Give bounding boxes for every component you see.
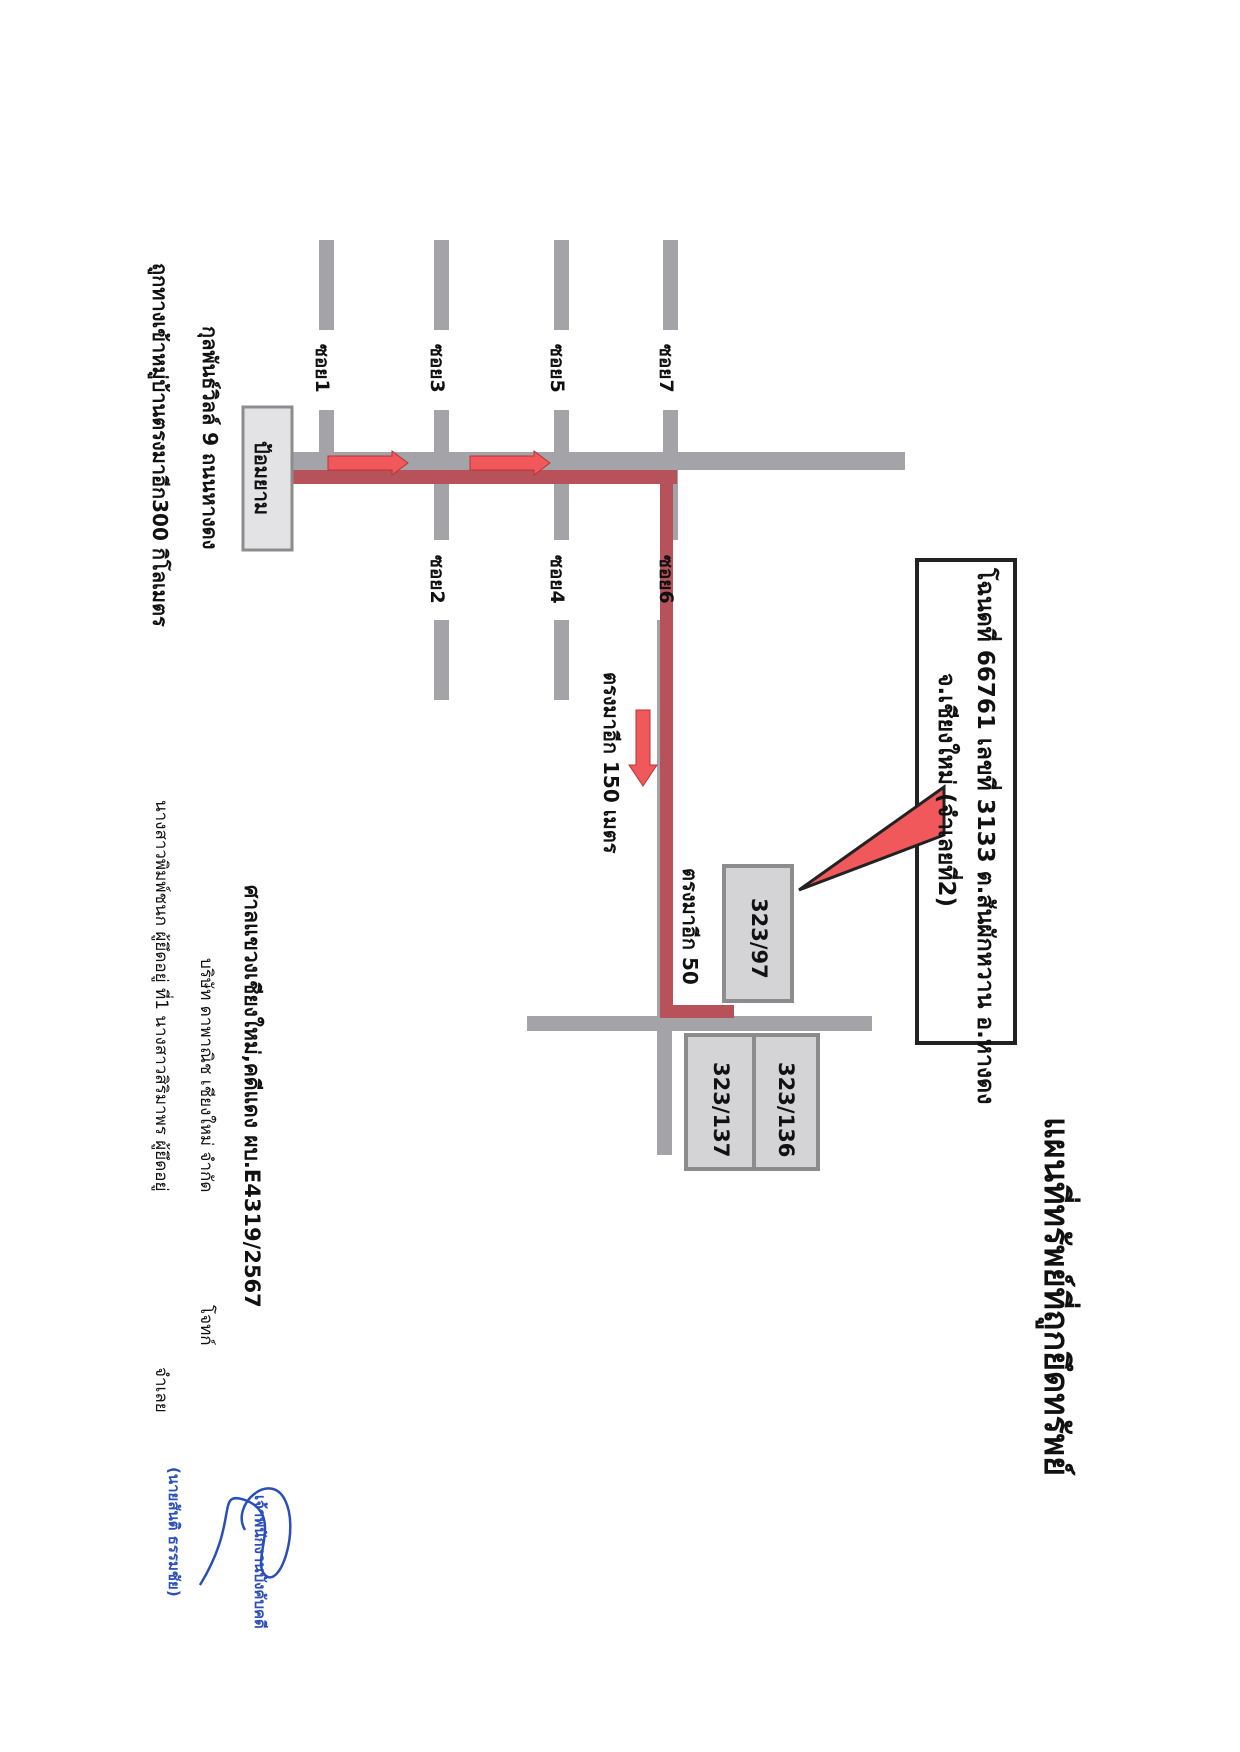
plot-97-box xyxy=(722,864,794,1003)
cross-road xyxy=(527,1016,872,1031)
arrow-3 xyxy=(628,709,658,787)
plot-97-label: 323/97 xyxy=(747,898,771,979)
plot-137-label: 323/137 xyxy=(709,1062,733,1158)
court-line3: นางสาวพิมพ์ชนก ผู้ยึดอยู่ ที่1 นางสาวสิร… xyxy=(151,800,171,1192)
arrow-2 xyxy=(469,450,551,476)
direction-arrows xyxy=(327,450,658,787)
property-info-line2: จ.เชียงใหม่ (จำเลยที่2) xyxy=(933,673,959,907)
label-soi3: ซอย3 xyxy=(426,344,448,393)
callout-pointer xyxy=(798,784,946,892)
road-soi3-2 xyxy=(434,240,449,330)
distance-150: ตรงมาอีก 150 เมตร xyxy=(599,672,623,854)
signature-mark xyxy=(198,1487,292,1586)
label-soi1: ซอย1 xyxy=(311,344,333,393)
distance-50: ตรงมาอีก 50 xyxy=(678,868,702,985)
plot-137-box xyxy=(684,1033,756,1171)
road-soi5-4c xyxy=(554,620,569,700)
label-soi5: ซอย5 xyxy=(546,344,568,393)
road-soi3-2c xyxy=(434,620,449,700)
label-soi4: ซอย4 xyxy=(546,555,568,604)
court-line2-right: โจทก์ xyxy=(196,1305,216,1346)
signature-name: (นายสันติ ธรรมชัย) xyxy=(165,1467,183,1597)
road-soi5-4 xyxy=(554,240,569,330)
plot-136-label: 323/136 xyxy=(774,1062,798,1158)
road-soi1b xyxy=(319,410,334,452)
court-line3-right: จำเลย xyxy=(151,1367,171,1413)
page-title: แผนที่ทรัพย์ที่ถูกยึดทรัพย์ xyxy=(1036,1117,1076,1477)
road-soi1 xyxy=(319,240,334,330)
route-soi6 xyxy=(660,470,673,1018)
roads xyxy=(292,240,905,1155)
signature-role: เจ้าพนักงานบังคับคดี xyxy=(251,1495,269,1629)
route xyxy=(292,470,734,1018)
court-line2: บริษัท ดาพาณิช เชียงใหม่ จำกัด xyxy=(196,958,216,1193)
label-soi6: ซอย6 xyxy=(655,555,677,604)
property-info-line1: โฉนดที่ 66761 เลขที่ 3133 ต.สันผักหวาน อ… xyxy=(972,568,998,1105)
road-soi7-6 xyxy=(663,240,678,330)
route-end xyxy=(660,1005,734,1018)
label-soi7: ซอย7 xyxy=(655,344,677,393)
directions-line1: ถูกทางเข้าหมู่บ้านตรงมาอีก300 กิโลเมตร xyxy=(148,263,172,627)
label-soi2: ซอย2 xyxy=(426,555,448,604)
plot-136-box xyxy=(752,1033,820,1171)
court-line1: ศาลแขวงเชียงใหม่,คดีแดง ผบ.E4319/2567 xyxy=(240,885,264,1308)
arrow-1 xyxy=(327,450,409,476)
route-main xyxy=(292,470,677,484)
start-box-label: ป้อมยาม xyxy=(250,441,274,516)
start-box xyxy=(241,405,294,552)
directions-line2: กุลพันธ์วิลล์ 9 ถนนหางดง xyxy=(198,326,222,550)
